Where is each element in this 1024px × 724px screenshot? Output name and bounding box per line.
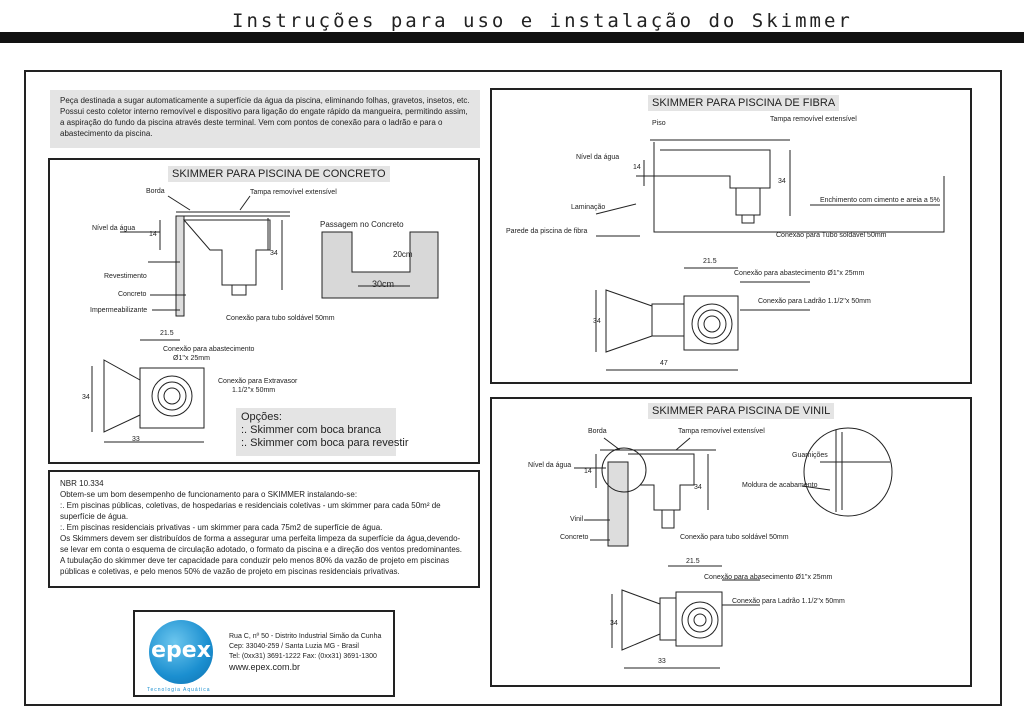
fibra-dim-34b: 34: [593, 318, 601, 325]
vinil-panel: [490, 397, 972, 687]
dim-20cm: 20cm: [393, 250, 413, 259]
fibra-label-laminacao: Laminação: [571, 204, 606, 211]
nbr-box: NBR 10.334 Obtem-se um bom desempenho de…: [48, 470, 480, 588]
label-conexao-tubo: Conexão para tubo soldável 50mm: [226, 315, 335, 322]
vinil-dim-33: 33: [658, 658, 666, 665]
nbr-p5: A tubulação do skimmer deve ter capacida…: [60, 556, 450, 576]
label-extrav2: 1.1/2''x 50mm: [232, 387, 276, 394]
fibra-dim-34: 34: [778, 178, 786, 185]
fibra-header: SKIMMER PARA PISCINA DE FIBRA: [648, 95, 840, 111]
dim-30cm: 30cm: [372, 279, 395, 289]
options-item1: :. Skimmer com boca branca: [241, 424, 381, 436]
label-passagem: Passagem no Concreto: [320, 220, 404, 229]
fibra-label-piso: Piso: [652, 120, 666, 127]
fibra-label-enchimento: Enchimento com cimento e areia a 5%: [820, 197, 940, 204]
nbr-title: NBR 10.334: [60, 479, 104, 488]
vinil-label-tampa: Tampa removível extensível: [678, 428, 765, 435]
vinil-header: SKIMMER PARA PISCINA DE VINIL: [648, 403, 835, 419]
fibra-label-abast: Conexão para abastecimento Ø1''x 25mm: [734, 270, 865, 277]
concrete-header: SKIMMER PARA PISCINA DE CONCRETO: [168, 166, 390, 182]
fibra-label-conexao-tubo: Conexão para Tubo soldável 50mm: [776, 232, 887, 239]
options-title: Opções:: [241, 411, 282, 423]
footer-box: epex Tecnologia Aquática Rua C, nº 50 - …: [133, 610, 395, 697]
label-concreto: Concreto: [118, 291, 147, 298]
dim-34b: 34: [82, 394, 90, 401]
vinil-label-vinil: Vinil: [570, 516, 584, 523]
dim-14: 14: [149, 231, 157, 238]
fibra-label-nivel: Nível da água: [576, 154, 620, 161]
address-line2: Cep: 33040-259 / Santa Luzia MG - Brasil: [229, 643, 359, 650]
top-bar: [0, 32, 1024, 43]
nbr-p3: :. Em piscinas residenciais privativas -…: [60, 523, 383, 532]
epex-logo: epex: [149, 620, 213, 684]
nbr-p1: Obtem-se um bom desempenho de funcioname…: [60, 490, 358, 499]
vinil-label-borda: Borda: [588, 428, 607, 435]
fibra-panel: [490, 88, 972, 384]
fibra-label-ladrao: Conexão para Ladrão 1.1/2''x 50mm: [758, 298, 871, 305]
vinil-dim-34b: 34: [610, 620, 618, 627]
fibra-dim-14: 14: [633, 164, 641, 171]
label-tampa: Tampa removível extensível: [250, 189, 337, 196]
options-item2: :. Skimmer com boca para revestir: [241, 437, 409, 449]
address-line3: Tel: (0xx31) 3691-1222 Fax: (0xx31) 3691…: [229, 653, 377, 660]
fibra-dim-21-5: 21.5: [703, 258, 717, 265]
logo-tagline: Tecnologia Aquática: [147, 687, 211, 693]
vinil-label-concreto: Concreto: [560, 534, 589, 541]
address-line1: Rua C, nº 50 - Distrito Industrial Simão…: [229, 633, 382, 640]
dim-21-5: 21.5: [160, 330, 174, 337]
options-box: Opções: :. Skimmer com boca branca :. Sk…: [236, 408, 409, 456]
outer-frame: [24, 70, 1002, 706]
website-link[interactable]: www.epex.com.br: [229, 662, 301, 672]
label-revestimento: Revestimento: [104, 273, 147, 280]
dim-34: 34: [270, 250, 278, 257]
nbr-p2: :. Em piscinas públicas, coletivas, de h…: [60, 501, 441, 521]
fibra-dim-47: 47: [660, 360, 668, 367]
vinil-label-abast: Conexão para abasecimento Ø1''x 25mm: [704, 574, 833, 581]
intro-text: Peça destinada a sugar automaticamente a…: [50, 90, 480, 148]
label-nivel: Nível da água: [92, 225, 136, 232]
vinil-dim-34: 34: [694, 484, 702, 491]
label-borda: Borda: [146, 188, 165, 195]
vinil-dim-14: 14: [584, 468, 592, 475]
vinil-label-guarnicoes: Guarnições: [792, 452, 828, 459]
vinil-label-conexao-tubo: Conexão para tubo soldável 50mm: [680, 534, 789, 541]
address-block: Rua C, nº 50 - Distrito Industrial Simão…: [229, 632, 381, 672]
label-impermeabilizante: Impermeabilizante: [90, 307, 148, 314]
dim-33: 33: [132, 436, 140, 443]
logo-text: epex: [151, 638, 211, 663]
vinil-dim-21-5: 21.5: [686, 558, 700, 565]
page-title: Instruções para uso e instalação do Skim…: [232, 10, 853, 32]
fibra-label-tampa: Tampa removível extensível: [770, 116, 857, 123]
vinil-label-moldura: Moldura de acabamento: [742, 482, 818, 489]
fibra-label-parede: Parede da piscina de fibra: [506, 228, 588, 235]
vinil-label-ladrao: Conexão para Ladrão 1.1/2''x 50mm: [732, 598, 845, 605]
label-abast2: Ø1''x 25mm: [173, 355, 210, 362]
vinil-label-nivel: Nível da água: [528, 462, 572, 469]
label-abast1: Conexão para abastecimento: [163, 346, 255, 353]
nbr-p4: Os Skimmers devem ser distribuídos de fo…: [60, 534, 463, 554]
label-extrav1: Conexão para Extravasor: [218, 378, 298, 385]
